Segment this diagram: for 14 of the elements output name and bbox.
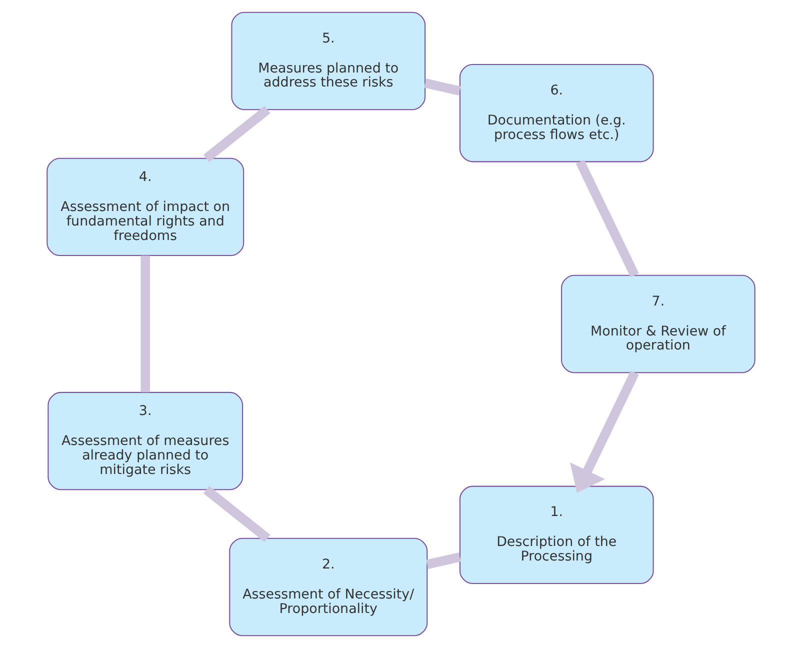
connector bbox=[140, 256, 150, 392]
connector bbox=[424, 78, 460, 96]
connector bbox=[202, 486, 270, 542]
node-box: 6. Documentation (e.g. process flows etc.) bbox=[458, 64, 654, 162]
connector bbox=[575, 160, 638, 278]
node-box: 5. Measures planned to address these risks bbox=[230, 12, 426, 110]
node-box: 7. Monitor & Review of operation bbox=[560, 274, 755, 374]
node-box: 4. Assessment of impact on fundamental rights and freedoms bbox=[46, 158, 244, 256]
connector bbox=[202, 106, 270, 162]
connector bbox=[426, 552, 460, 569]
node-box: 3. Assessment of measures already planned to mitigate risks bbox=[47, 392, 243, 490]
arrow bbox=[570, 370, 638, 493]
node-box: 2. Assessment of Necessity/ Proportionality bbox=[228, 538, 428, 636]
node-box: 1. Description of the Processing bbox=[458, 486, 654, 584]
